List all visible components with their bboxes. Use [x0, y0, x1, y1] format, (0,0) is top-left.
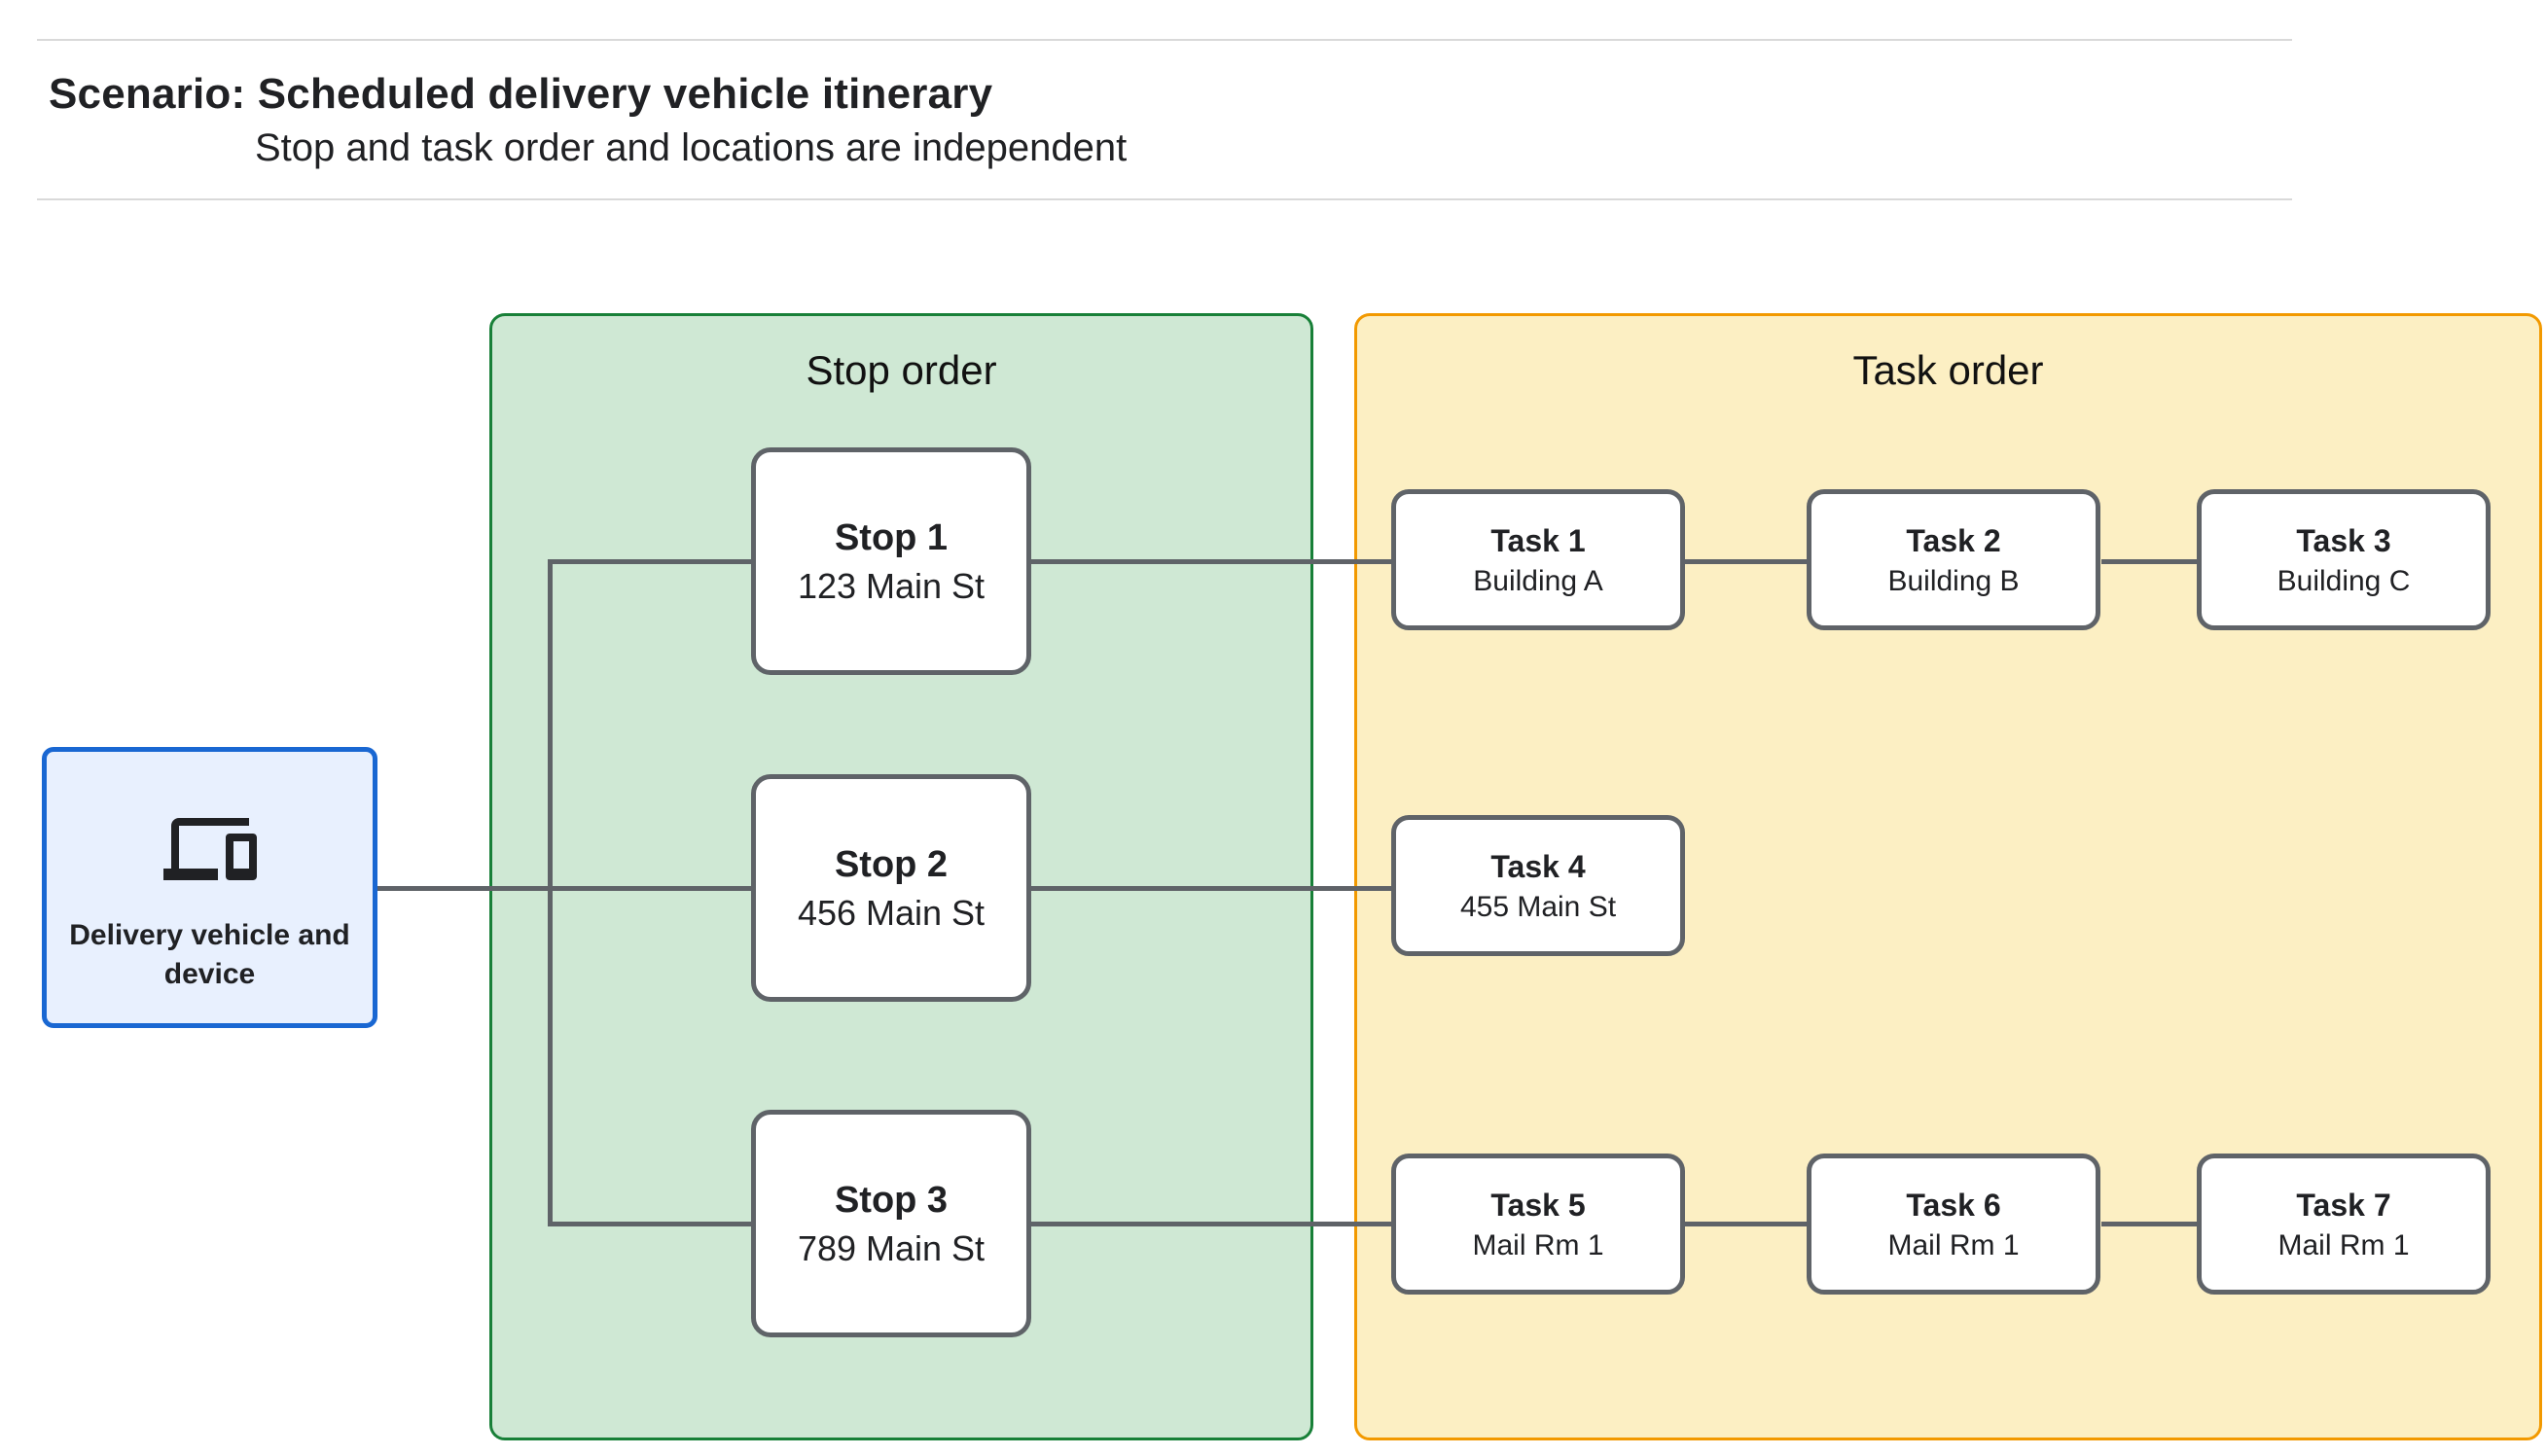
connector-stop3-to-task5	[1031, 1222, 1391, 1226]
task-2-title: Task 2	[1906, 522, 2001, 558]
connector-trunk-to-stop3	[548, 1222, 751, 1226]
task-3-title: Task 3	[2296, 522, 2391, 558]
task-order-panel-title: Task order	[1852, 347, 2044, 393]
connector-source-to-stop2	[377, 886, 751, 891]
task-3-node: Task 3 Building C	[2197, 489, 2491, 630]
task-2-location: Building B	[1887, 564, 2020, 597]
connector-stop2-to-task4	[1031, 886, 1391, 891]
task-2-node: Task 2 Building B	[1807, 489, 2100, 630]
task-5-node: Task 5 Mail Rm 1	[1391, 1154, 1685, 1295]
task-5-location: Mail Rm 1	[1472, 1228, 1604, 1261]
top-divider	[37, 39, 2292, 41]
connector-task1-to-task2	[1685, 559, 1807, 564]
task-7-title: Task 7	[2296, 1187, 2391, 1223]
connector-trunk-to-stop1	[548, 559, 751, 564]
stop-2-title: Stop 2	[834, 844, 949, 885]
stop-2-node: Stop 2 456 Main St	[751, 774, 1031, 1002]
stop-order-panel-title: Stop order	[806, 347, 997, 393]
delivery-vehicle-label: Delivery vehicle and device	[69, 919, 350, 990]
task-1-location: Building A	[1473, 564, 1603, 597]
header-divider	[37, 198, 2292, 200]
connector-stop1-to-task1	[1031, 559, 1391, 564]
connector-task5-to-task6	[1685, 1222, 1807, 1226]
connector-task6-to-task7	[2101, 1222, 2197, 1226]
task-5-title: Task 5	[1490, 1187, 1586, 1223]
task-7-location: Mail Rm 1	[2277, 1228, 2410, 1261]
page-subtitle: Stop and task order and locations are in…	[255, 126, 1128, 169]
page-title: Scenario: Scheduled delivery vehicle iti…	[49, 70, 993, 118]
stop-3-title: Stop 3	[834, 1180, 949, 1221]
delivery-vehicle-node: Delivery vehicle and device	[42, 747, 377, 1028]
stop-2-address: 456 Main St	[797, 893, 986, 933]
task-7-node: Task 7 Mail Rm 1	[2197, 1154, 2491, 1295]
task-4-node: Task 4 455 Main St	[1391, 815, 1685, 956]
task-6-title: Task 6	[1906, 1187, 2001, 1223]
connector-task2-to-task3	[2101, 559, 2197, 564]
stop-3-address: 789 Main St	[797, 1228, 986, 1268]
stop-1-address: 123 Main St	[797, 566, 986, 606]
task-6-location: Mail Rm 1	[1887, 1228, 2020, 1261]
stop-1-node: Stop 1 123 Main St	[751, 447, 1031, 675]
task-1-title: Task 1	[1490, 522, 1586, 558]
task-1-node: Task 1 Building A	[1391, 489, 1685, 630]
task-4-title: Task 4	[1490, 848, 1586, 884]
task-3-location: Building C	[2277, 564, 2411, 597]
stop-1-title: Stop 1	[834, 517, 949, 558]
task-6-node: Task 6 Mail Rm 1	[1807, 1154, 2100, 1295]
connector-trunk-vertical	[548, 559, 553, 1226]
stop-3-node: Stop 3 789 Main St	[751, 1110, 1031, 1337]
devices-icon	[162, 818, 257, 880]
task-4-location: 455 Main St	[1459, 890, 1617, 923]
